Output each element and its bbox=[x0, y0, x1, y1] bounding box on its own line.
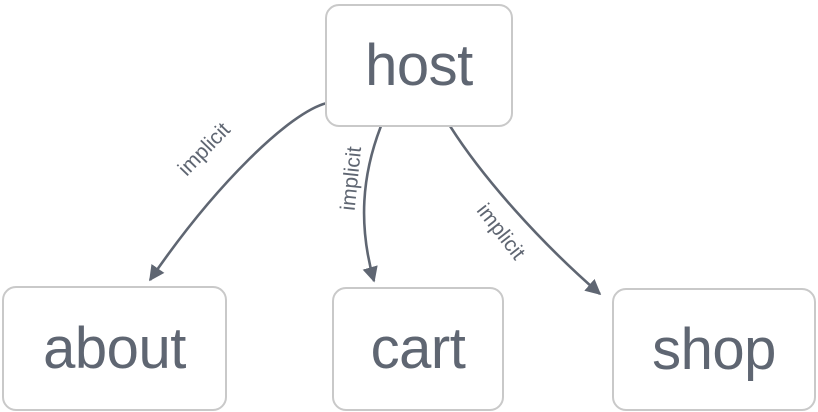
node-shop-label: shop bbox=[652, 316, 776, 382]
edge-host-about[interactable] bbox=[148, 101, 328, 282]
edge-host-shop-path[interactable] bbox=[448, 125, 602, 296]
edge-host-shop[interactable] bbox=[448, 125, 602, 296]
node-about-label: about bbox=[43, 315, 186, 381]
node-cart[interactable]: cart bbox=[332, 287, 504, 411]
edge-host-cart-path[interactable] bbox=[362, 125, 383, 283]
edge-host-about-path[interactable] bbox=[148, 101, 328, 282]
node-host[interactable]: host bbox=[325, 4, 513, 127]
node-cart-label: cart bbox=[370, 316, 466, 381]
node-about[interactable]: about bbox=[2, 286, 227, 411]
node-shop[interactable]: shop bbox=[612, 288, 816, 411]
edge-host-cart[interactable] bbox=[362, 125, 383, 283]
node-host-label: host bbox=[365, 32, 473, 98]
